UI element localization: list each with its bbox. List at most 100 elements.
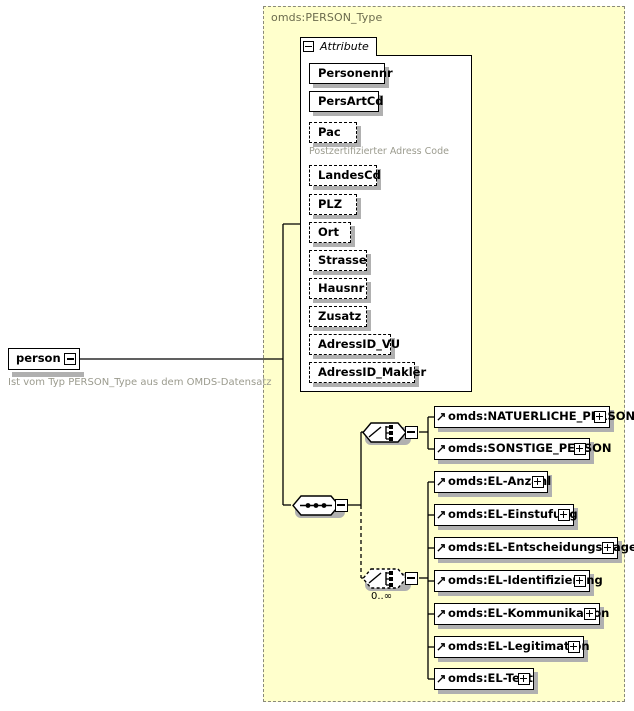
- reference-arrow-icon: [437, 478, 445, 486]
- person-annotation: Ist vom Typ PERSON_Type aus dem OMDS-Dat…: [8, 377, 272, 388]
- reference-box-shadow: [610, 410, 614, 432]
- element-ref-omds-sonstige-person[interactable]: omds:SONSTIGE_PERSON: [434, 438, 612, 460]
- element-person[interactable]: person: [8, 348, 80, 370]
- attribute-chip-shadow: [351, 226, 355, 247]
- attribute-group-tab[interactable]: Attribute: [300, 37, 377, 56]
- sequence-node-collapse-icon[interactable]: [335, 499, 348, 512]
- reference-box-shadow: [590, 442, 594, 464]
- reference-box-shadow: [438, 428, 614, 432]
- element-expand-icon[interactable]: [584, 608, 596, 620]
- person-collapse-icon[interactable]: [64, 353, 76, 365]
- element-ref-omds-el-kommunikation[interactable]: omds:EL-Kommunikation: [434, 603, 609, 625]
- attribute-strasse[interactable]: Strasse: [309, 250, 367, 271]
- attribute-chip-shadow: [377, 169, 381, 190]
- attribute-chip-shadow: [415, 366, 419, 387]
- attribute-chip-shadow: [313, 84, 389, 88]
- element-ref-label: omds:NATUERLICHE_PERSON: [448, 409, 634, 423]
- reference-arrow-icon: [437, 675, 445, 683]
- attribute-adressid_vu[interactable]: AdressID_VU: [309, 334, 400, 355]
- element-ref-label: omds:SONSTIGE_PERSON: [448, 441, 612, 455]
- reference-box-shadow: [600, 607, 604, 629]
- reference-box-shadow: [584, 640, 588, 662]
- reference-arrow-icon: [437, 413, 445, 421]
- element-ref-omds-el-identifizierung[interactable]: omds:EL-Identifizierung: [434, 570, 603, 592]
- sequence-node[interactable]: [291, 495, 341, 520]
- reference-box-shadow: [548, 475, 552, 497]
- attribute-hausnr[interactable]: Hausnr: [309, 278, 367, 299]
- choice-el-collapse-icon[interactable]: [405, 572, 418, 585]
- attribute-zusatz[interactable]: Zusatz: [309, 306, 367, 327]
- reference-box-shadow: [590, 574, 594, 596]
- element-ref-label: omds:EL-Identifizierung: [448, 573, 603, 587]
- attribute-chip-shadow: [313, 143, 361, 147]
- element-ref-omds-el-entscheidungsfrage[interactable]: omds:EL-Entscheidungsfrage: [434, 537, 634, 559]
- element-ref-label: omds:EL-Entscheidungsfrage: [448, 540, 634, 554]
- type-panel-title: omds:PERSON_Type: [271, 11, 383, 24]
- attribute-chip-shadow: [357, 126, 361, 147]
- reference-arrow-icon: [437, 643, 445, 651]
- element-ref-omds-el-legitimation[interactable]: omds:EL-Legitimation: [434, 636, 590, 658]
- choice-person-node[interactable]: [361, 422, 408, 447]
- reference-arrow-icon: [437, 610, 445, 618]
- element-expand-icon[interactable]: [518, 673, 530, 685]
- attribute-chip-shadow: [385, 67, 389, 88]
- attribute-pac[interactable]: Pac: [309, 122, 357, 143]
- attribute-chip-shadow: [391, 338, 395, 359]
- reference-arrow-icon: [437, 577, 445, 585]
- reference-box-shadow: [438, 690, 538, 694]
- reference-box-shadow: [438, 526, 578, 530]
- element-expand-icon[interactable]: [558, 509, 570, 521]
- element-expand-icon[interactable]: [602, 542, 614, 554]
- attribute-plz[interactable]: PLZ: [309, 194, 357, 215]
- attribute-chip-shadow: [367, 254, 371, 275]
- element-ref-omds-natuerliche-person[interactable]: omds:NATUERLICHE_PERSON: [434, 406, 634, 428]
- element-expand-icon[interactable]: [568, 641, 580, 653]
- choice-el-occurrence: 0..∞: [371, 591, 393, 602]
- reference-box-shadow: [438, 592, 594, 596]
- attribute-chip-shadow: [313, 299, 371, 303]
- element-expand-icon[interactable]: [594, 411, 606, 423]
- element-expand-icon[interactable]: [574, 443, 586, 455]
- reference-box-shadow: [438, 658, 588, 662]
- element-ref-omds-el-einstufung[interactable]: omds:EL-Einstufung: [434, 504, 578, 526]
- reference-box-shadow: [618, 541, 622, 563]
- attribute-personennr[interactable]: Personennr: [309, 63, 393, 84]
- reference-box-shadow: [438, 493, 552, 497]
- element-ref-label: omds:EL-Legitimation: [448, 639, 590, 653]
- attribute-adressid_makler[interactable]: AdressID_Makler: [309, 362, 426, 383]
- attribute-chip-shadow: [357, 198, 361, 219]
- attribute-landescd[interactable]: LandesCd: [309, 165, 381, 186]
- reference-arrow-icon: [437, 544, 445, 552]
- reference-box-shadow: [574, 508, 578, 530]
- attribute-note-pac: Postzertifizierter Adress Code: [309, 146, 449, 157]
- attribute-chip-shadow: [367, 282, 371, 303]
- attribute-chip-shadow: [313, 355, 395, 359]
- reference-arrow-icon: [437, 511, 445, 519]
- element-ref-label: omds:EL-Text: [448, 671, 533, 685]
- element-ref-label: omds:EL-Anzahl: [448, 474, 552, 488]
- reference-arrow-icon: [437, 445, 445, 453]
- element-expand-icon[interactable]: [574, 575, 586, 587]
- attribute-chip-shadow: [313, 383, 419, 387]
- person-box-shadow: [12, 372, 84, 377]
- attribute-chip-shadow: [313, 186, 381, 190]
- attribute-chip-shadow: [379, 95, 383, 116]
- reference-box-shadow: [438, 559, 622, 563]
- element-ref-omds-el-text[interactable]: omds:EL-Text: [434, 668, 534, 690]
- reference-box-shadow: [534, 672, 538, 694]
- attribute-chip-shadow: [313, 215, 361, 219]
- reference-box-shadow: [438, 460, 594, 464]
- choice-el-node[interactable]: [361, 568, 408, 593]
- attribute-persartcd[interactable]: PersArtCd: [309, 91, 384, 112]
- attribute-ort[interactable]: Ort: [309, 222, 351, 243]
- element-expand-icon[interactable]: [532, 476, 544, 488]
- attribute-chip-shadow: [313, 327, 371, 331]
- element-ref-omds-el-anzahl[interactable]: omds:EL-Anzahl: [434, 471, 552, 493]
- element-ref-label: omds:EL-Kommunikation: [448, 606, 610, 620]
- element-ref-label: omds:EL-Einstufung: [448, 507, 578, 521]
- attribute-chip-shadow: [313, 243, 355, 247]
- attribute-collapse-icon[interactable]: [303, 41, 314, 52]
- choice-person-collapse-icon[interactable]: [405, 426, 418, 439]
- reference-box-shadow: [438, 625, 604, 629]
